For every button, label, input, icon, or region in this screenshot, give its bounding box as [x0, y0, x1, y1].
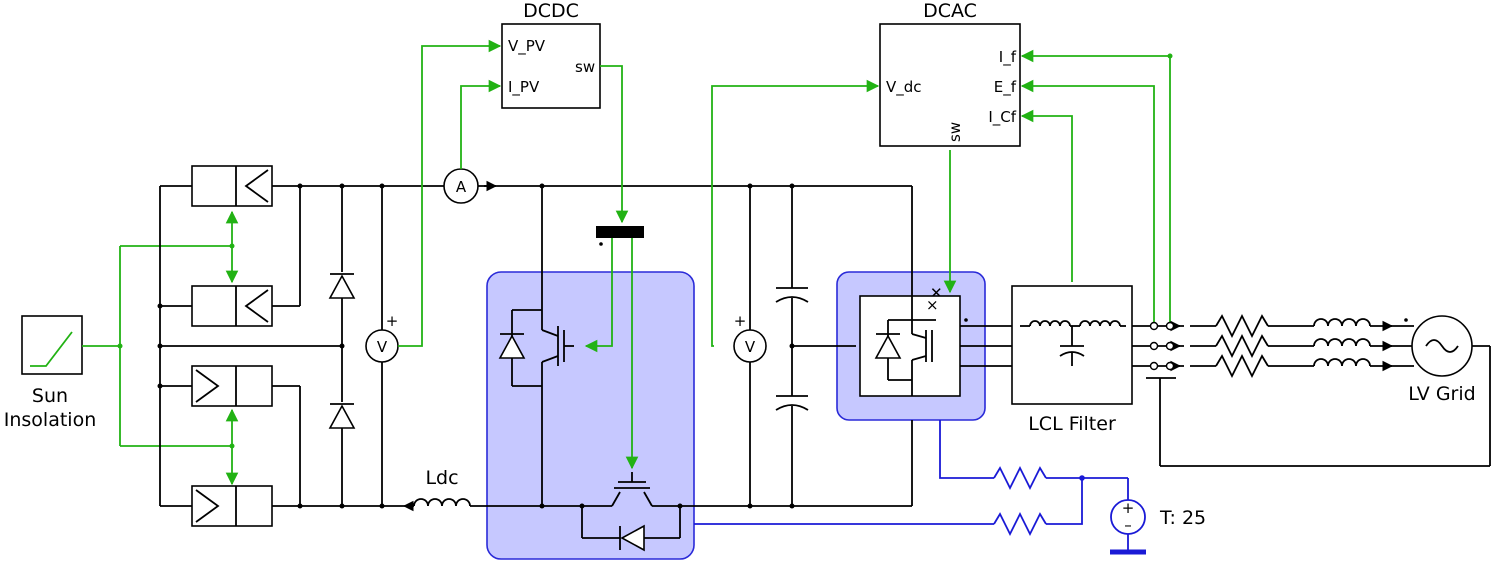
sun-insolation-block[interactable] — [21, 315, 83, 375]
insolation-signal-wires — [82, 210, 239, 486]
gate-demux-bar[interactable] — [596, 226, 644, 238]
bypass-diode-lower[interactable] — [328, 346, 356, 506]
insolation-label: Insolation — [4, 409, 97, 431]
grid-side-wiring — [1132, 313, 1491, 467]
pv-panel-1[interactable] — [191, 165, 273, 207]
dcac-port-icf: I_Cf — [988, 108, 1016, 127]
bridge-gate-mark: × — [926, 296, 939, 314]
grid-label: LV Grid — [1408, 383, 1475, 405]
boost-igbt-lower[interactable] — [581, 472, 681, 552]
ldc-label: Ldc — [425, 467, 458, 489]
thermal-network[interactable] — [694, 420, 1146, 555]
temp-source-plus: + — [1122, 499, 1135, 517]
pv-panel-4[interactable] — [191, 485, 273, 527]
dcdc-port-sw: sw — [575, 58, 595, 76]
pv-voltmeter[interactable] — [365, 186, 399, 506]
dc-negative-rail — [272, 420, 913, 512]
temp-source-minus: – — [1124, 516, 1132, 534]
dc-voltmeter-symbol: V — [745, 338, 756, 356]
boost-igbt-upper[interactable] — [498, 186, 574, 506]
dcdc-port-vpv: V_PV — [508, 37, 546, 56]
grid-voltage-source[interactable] — [1411, 315, 1473, 377]
dc-voltmeter-plus: + — [734, 312, 747, 330]
temperature-label: T: 25 — [1159, 507, 1206, 529]
dcac-port-sw: sw — [946, 122, 964, 142]
dc-link-voltmeter[interactable] — [733, 186, 767, 506]
pv-ammeter-symbol: A — [456, 178, 467, 196]
dcdc-port-ipv: I_PV — [508, 78, 540, 97]
dc-link-capacitors[interactable] — [775, 186, 856, 506]
lcl-filter-block[interactable] — [1011, 285, 1133, 405]
pv-voltmeter-symbol: V — [377, 338, 388, 356]
dcdc-switch-region[interactable] — [486, 271, 695, 560]
sun-label: Sun — [32, 385, 68, 407]
pv-panel-2[interactable] — [191, 285, 273, 327]
lcl-filter-label: LCL Filter — [1028, 413, 1116, 435]
dc-positive-rail — [272, 180, 913, 296]
ac-phase-wires — [960, 325, 1012, 367]
inverter-bridge[interactable] — [859, 295, 961, 397]
bypass-diode-upper[interactable] — [328, 186, 356, 346]
dcdc-title: DCDC — [523, 0, 579, 22]
pv-array-wiring — [157, 183, 342, 509]
pv-panel-3[interactable] — [191, 365, 273, 407]
pv-voltmeter-plus: + — [386, 312, 399, 330]
dcdc-signal-wires — [398, 39, 639, 470]
dcac-controller-block[interactable] — [879, 23, 1021, 147]
dcac-port-if: I_f — [999, 48, 1017, 67]
dcac-port-vdc: V_dc — [886, 78, 922, 97]
dcac-signal-wires — [711, 49, 1173, 347]
dcac-title: DCAC — [923, 0, 977, 22]
dcac-port-ef: E_f — [994, 78, 1017, 97]
